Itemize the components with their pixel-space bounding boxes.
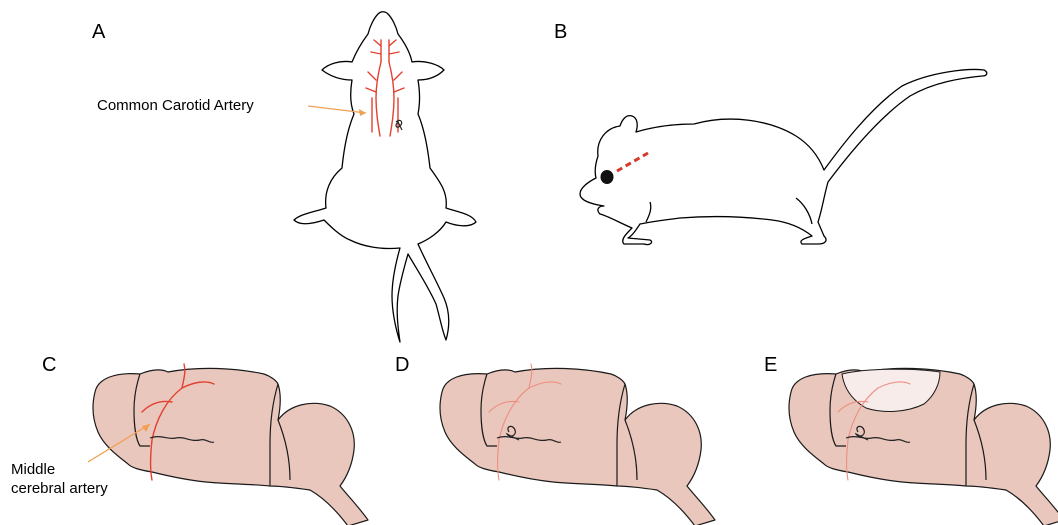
mouse-side-outline — [580, 70, 987, 245]
panel-letter-a: A — [92, 21, 106, 43]
panel-letter-e: E — [764, 354, 777, 376]
panel-a: A Common Carotid Artery — [92, 12, 476, 342]
brain-d — [440, 368, 715, 525]
brain-c — [93, 368, 368, 525]
annotation-common-carotid-artery: Common Carotid Artery — [97, 97, 254, 114]
panel-d: D — [395, 354, 715, 525]
panel-b: B — [554, 21, 987, 245]
panel-letter-c: C — [42, 354, 56, 376]
panel-e: E — [764, 354, 1058, 525]
annotation-mca-line2: cerebral artery — [11, 480, 108, 497]
panel-letter-b: B — [554, 21, 567, 43]
panel-letter-d: D — [395, 354, 409, 376]
panel-c: C Middle cerebral artery — [11, 354, 368, 525]
mouse-eye — [601, 170, 614, 184]
annotation-mca-line1: Middle — [11, 461, 55, 478]
mouse-ventral-outline — [294, 12, 476, 342]
